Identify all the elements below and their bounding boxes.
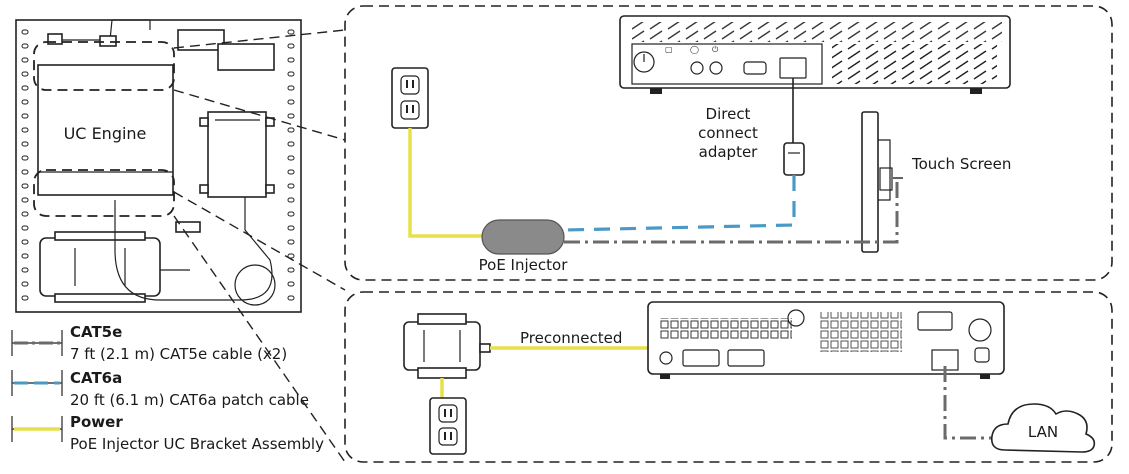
legend-power-desc: PoE Injector UC Bracket Assembly [70,435,324,453]
cat5e-cable-lan [943,366,1000,440]
wall-outlet-bottom [429,397,467,455]
poe-injector-label: PoE Injector [479,256,569,274]
bracket-label-plate [217,43,275,71]
uc-engine-label: UC Engine [64,124,147,143]
power-cable-top [408,128,485,238]
svg-text:⏻: ⏻ [712,45,719,54]
bracket-holes-left [21,29,29,301]
leader-top-1 [173,29,346,49]
legend-item-power: Power PoE Injector UC Bracket Assembly [11,413,324,453]
top-panel: PoE Injector ▢ ◯ ⏻ Direct connect adapte… [391,15,1011,274]
svg-text:▢: ▢ [665,45,673,54]
bracket-assembly: UC Engine [15,19,346,463]
poe-injector-pill [481,219,565,255]
legend-cat6a-title: CAT6a [70,369,122,387]
bottom-panel: Preconnected [403,301,1096,455]
highlight-engine-top [33,41,175,91]
highlight-engine-bottom [33,169,175,217]
bracket-adapter-small [177,29,225,51]
bracket-top-connector-left [47,33,63,45]
uc-engine-box [37,64,174,196]
leader-bottom-1 [173,191,346,291]
lan-label: LAN [1028,423,1058,441]
direct-connect-label-1: Direct [706,105,751,123]
touch-screen-side [861,111,903,253]
legend-cat6a-desc: 20 ft (6.1 m) CAT6a patch cable [70,391,309,409]
legend-item-cat6a: CAT6a 20 ft (6.1 m) CAT6a patch cable [11,369,309,409]
leader-top-2 [173,89,346,141]
bottom-panel-outline [344,291,1113,463]
poe-injector-bottom [403,313,491,379]
bracket-poe-module [207,111,267,198]
bracket-top-connector-mid [99,35,117,47]
legend-cat5e-desc: 7 ft (2.1 m) CAT5e cable (x2) [70,345,287,363]
leader-bottom-2 [173,215,346,463]
legend-item-cat5e: CAT5e 7 ft (2.1 m) CAT5e cable (x2) [11,323,287,363]
wall-outlet-top [391,67,429,129]
lan-cloud [990,403,1096,453]
legend: CAT5e 7 ft (2.1 m) CAT5e cable (x2) CAT6… [11,323,324,453]
touch-screen-label: Touch Screen [911,155,1011,173]
legend-power-title: Power [70,413,123,431]
uc-engine-rear [647,301,1005,379]
uc-engine-front: ▢ ◯ ⏻ [619,15,1011,94]
direct-connect-adapter [783,142,805,176]
svg-text:◯: ◯ [690,45,699,54]
bracket-injector [39,237,161,297]
legend-cat5e-title: CAT5e [70,323,122,341]
bracket-holes-right [287,29,295,301]
direct-connect-label-3: adapter [699,143,759,161]
cat6a-cable [564,175,796,232]
preconnected-label: Preconnected [520,329,622,347]
direct-connect-label-2: connect [698,124,758,142]
cat5e-cable-top [564,180,899,244]
